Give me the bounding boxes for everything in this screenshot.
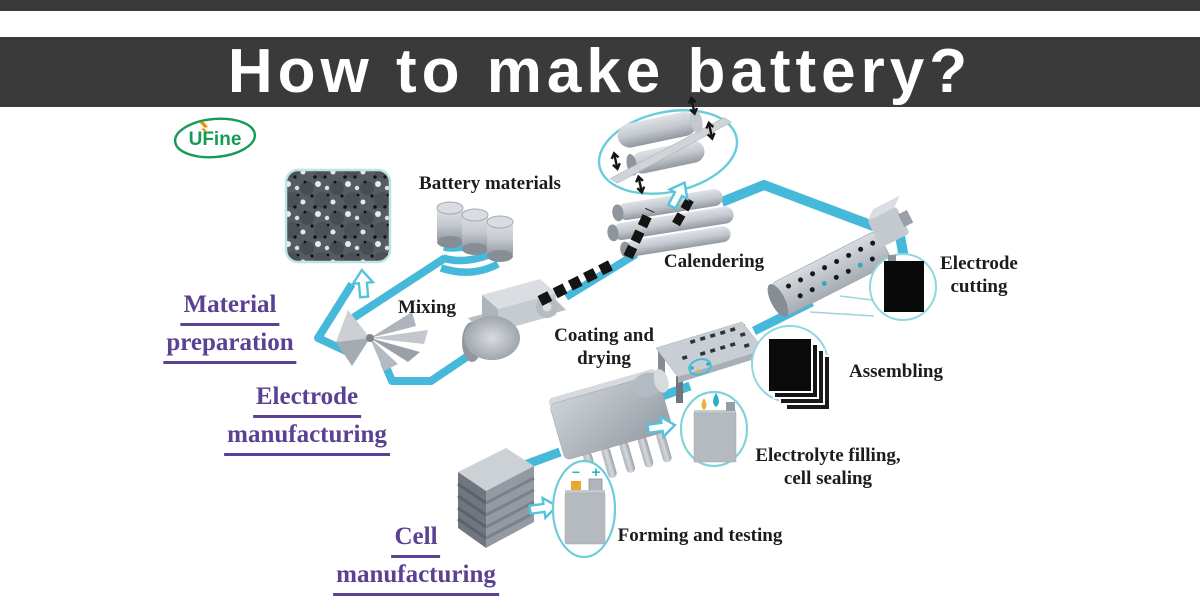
logo-spark-icon <box>200 121 209 134</box>
film-calender-web-1 <box>623 207 655 260</box>
label-assembling: Assembling <box>849 361 943 382</box>
label-material-preparation: Material preparation <box>163 288 297 364</box>
film-coating-to-calender <box>537 258 618 306</box>
top-border-strip <box>0 0 1200 11</box>
electrode-film-strips <box>537 193 696 306</box>
label-battery-materials: Battery materials <box>419 173 561 194</box>
electrolyte-drop-icon <box>713 393 719 407</box>
label-electrode-cutting: Electrode cutting <box>940 253 1018 297</box>
page-title: How to make battery? <box>227 37 973 106</box>
film-calender-web-2 <box>672 193 696 227</box>
ufine-logo: UFine <box>173 117 257 159</box>
mixer-icon <box>336 310 428 371</box>
ufine-logo-text: UFine <box>189 129 242 150</box>
label-forming-testing: Forming and testing <box>617 525 783 546</box>
formed-cell-callout: − + <box>551 459 617 559</box>
minus-terminal-label: − <box>572 464 580 480</box>
label-calendering: Calendering <box>663 251 765 272</box>
callout-connector <box>809 311 875 317</box>
electrode-cutting-machine-icon <box>767 195 914 317</box>
label-cell-manufacturing: Cell manufacturing <box>333 520 499 596</box>
flow-under-calender <box>563 250 639 301</box>
forming-cabinet-icon <box>457 448 535 548</box>
flow-materials-to-mixing <box>347 254 448 324</box>
label-electrolyte-filling: Electrolyte filling, cell sealing <box>755 445 901 489</box>
calendering-machine-icon <box>607 189 734 258</box>
title-bar: How to make battery? <box>0 37 1200 107</box>
cut-electrode-callout <box>869 253 937 321</box>
assembled-stack-callout <box>751 325 831 411</box>
material-containers-icon <box>436 201 514 262</box>
flow-mixing-to-coating <box>380 348 477 385</box>
flow-calendering-to-cutting <box>720 180 909 259</box>
label-electrode-manufacturing: Electrode manufacturing <box>224 380 390 456</box>
flow-lines <box>314 180 909 478</box>
label-coating-drying: Coating and drying <box>554 325 654 369</box>
calender-detail-callout <box>597 96 739 195</box>
coating-machine-icon <box>462 279 566 362</box>
filled-cell-callout <box>679 390 749 468</box>
fork-prong-3 <box>439 260 500 276</box>
plus-terminal-label: + <box>592 464 601 481</box>
callout-connector <box>839 295 873 301</box>
flow-mixing-fold <box>314 281 356 356</box>
electrolyte-drop-icon <box>701 398 707 410</box>
label-mixing: Mixing <box>397 297 457 318</box>
arrow-up-to-materials-icon <box>350 267 376 300</box>
battery-material-micrograph <box>284 168 392 264</box>
